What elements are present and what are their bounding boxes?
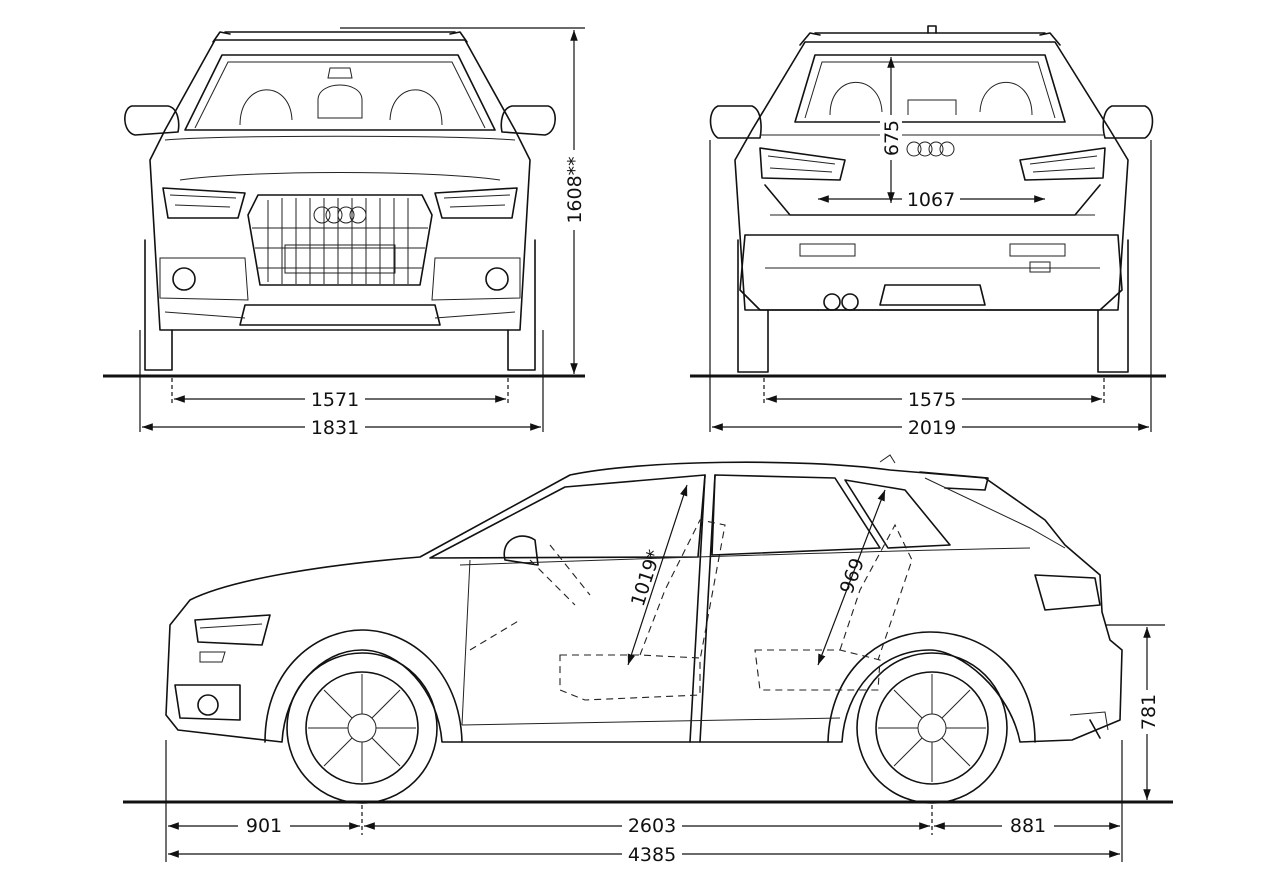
loading-width-label: 1067 <box>907 189 955 211</box>
front-width-label: 1831 <box>311 417 359 439</box>
overall-height-label: 1608** <box>564 156 586 223</box>
wheelbase-label: 2603 <box>628 815 676 837</box>
rear-audi-rings <box>906 141 955 157</box>
rear-track-label: 1575 <box>908 389 956 411</box>
rear-overhang-label: 881 <box>1010 815 1046 837</box>
front-track-label: 1571 <box>311 389 359 411</box>
front-audi-rings <box>313 206 367 224</box>
rear-wheel <box>856 652 1008 804</box>
overall-length-label: 4385 <box>628 844 676 866</box>
rear-view: 1575 2019 1067 675 <box>690 25 1166 439</box>
front-view: 1571 1831 1608** <box>103 27 586 439</box>
front-wheel <box>286 652 438 804</box>
width-incl-mirrors-label: 2019 <box>908 417 956 439</box>
rear-headroom-label: 969 <box>836 555 869 597</box>
front-overhang-label: 901 <box>246 815 282 837</box>
loading-sill-height-label: 675 <box>881 120 903 156</box>
rear-sill-height-label: 781 <box>1138 694 1160 730</box>
side-view: 1019* 969 901 2603 881 4385 781 <box>123 454 1173 866</box>
